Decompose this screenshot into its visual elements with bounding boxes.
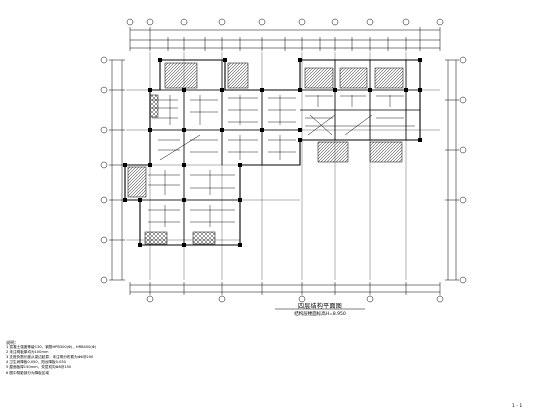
stair-diagonals: [159, 114, 373, 161]
note-item: 5 屋面板厚150mm，双层双向Φ8@150: [6, 365, 72, 370]
design-notes: 说明： 1 混凝土强度等级C30，钢筋HPB300(Φ)，HRB400(Φ) 2…: [6, 340, 266, 376]
drawing-subtitle: 结构层楼面标高H=8.950: [294, 312, 346, 317]
note-item: 4 卫生间降板0.050，阳台降板0.050: [6, 360, 66, 365]
notes-heading: 说明：: [6, 340, 19, 345]
bottom-dimension-ticks: [129, 282, 441, 295]
drawing-title: 四层结构平面图: [297, 303, 343, 310]
note-item: 1 混凝土强度等级C30，钢筋HPB300(Φ)，HRB400(Φ): [6, 345, 97, 350]
page-number: 1 - 1: [512, 404, 523, 409]
hatched-slab-zones: [127, 62, 404, 245]
side-dimension-ticks: [109, 59, 459, 281]
top-dimension-ticks: [129, 27, 441, 51]
columns: [123, 58, 422, 247]
note-item: 3 支座负筋长度从梁边起算，未注明分布筋为Φ6@200: [6, 355, 94, 360]
axis-bubbles: [100, 18, 467, 303]
bottom-dimension-lines: [130, 284, 440, 293]
note-item: 6 图中阴影部分为降板区域: [6, 370, 49, 375]
reinforcement-bars: [148, 95, 415, 227]
note-item: 2 未注明板厚均为100mm: [6, 350, 49, 355]
side-dimension-lines: [111, 60, 457, 280]
interior-beams: [140, 60, 420, 245]
